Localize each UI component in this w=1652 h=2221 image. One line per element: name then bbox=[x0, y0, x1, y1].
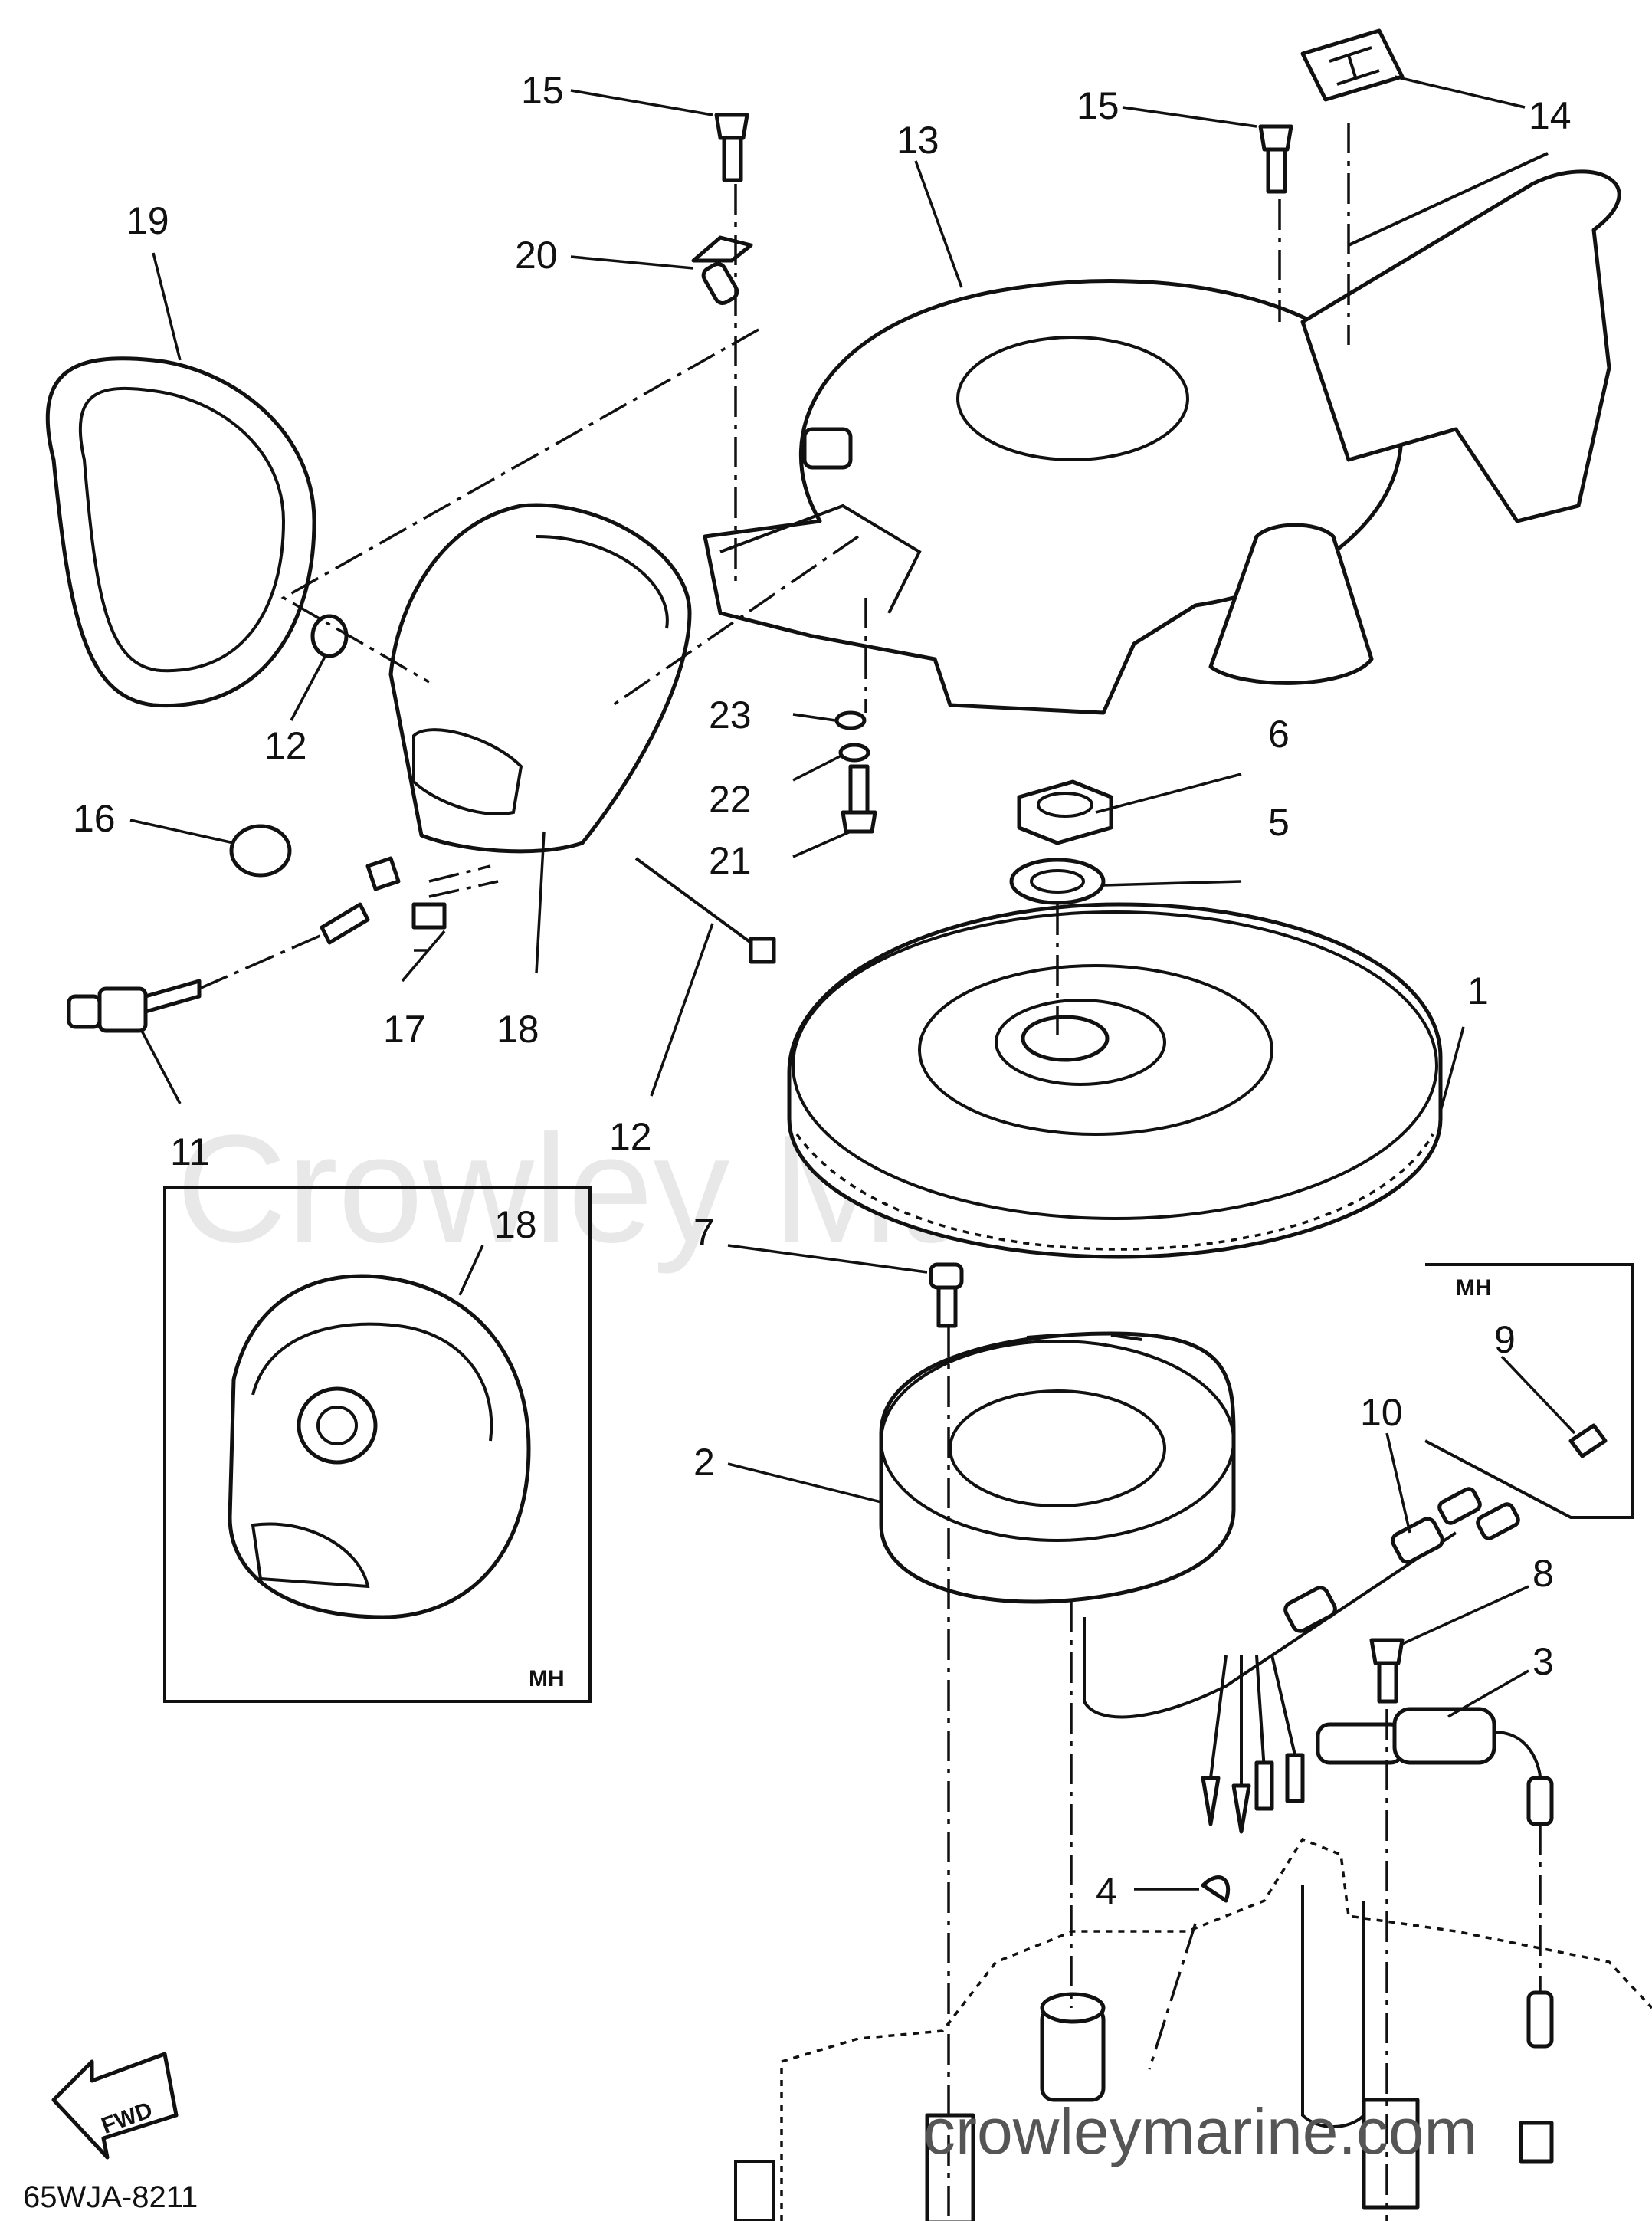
bolt-21 bbox=[841, 764, 877, 834]
callout-15-right: 15 bbox=[1077, 84, 1119, 127]
callout-3: 3 bbox=[1532, 1640, 1554, 1683]
bolt-7 bbox=[929, 1262, 964, 1328]
callout-18: 18 bbox=[497, 1008, 539, 1051]
seal-19 bbox=[45, 356, 316, 708]
wire-harness-10 bbox=[1083, 1487, 1520, 1834]
label-17 bbox=[411, 902, 447, 930]
inset-mh-cover: MH bbox=[163, 1186, 592, 1703]
grommet-14 bbox=[1300, 28, 1405, 102]
cover-18 bbox=[388, 503, 692, 854]
inset-mh-label-left: MH bbox=[529, 1666, 565, 1691]
callout-10: 10 bbox=[1360, 1391, 1403, 1434]
callout-13: 13 bbox=[896, 119, 939, 162]
callout-7: 7 bbox=[693, 1211, 715, 1254]
fwd-arrow: FWD bbox=[51, 2052, 179, 2160]
leader-lines bbox=[129, 75, 1576, 1891]
callouts: 15 15 14 13 19 20 12 16 17 18 12 11 18 2… bbox=[73, 69, 1572, 1913]
callout-19: 19 bbox=[126, 199, 169, 242]
nut-6 bbox=[1017, 779, 1113, 845]
callout-23: 23 bbox=[709, 694, 752, 737]
callout-15-left: 15 bbox=[521, 69, 564, 112]
callout-4: 4 bbox=[1096, 1870, 1117, 1913]
washer-23 bbox=[834, 710, 867, 730]
callout-22: 22 bbox=[709, 778, 752, 821]
callout-12-bottom: 12 bbox=[609, 1115, 652, 1158]
callout-20: 20 bbox=[515, 234, 558, 277]
callout-12-top: 12 bbox=[264, 724, 307, 767]
flywheel-cover bbox=[703, 152, 1621, 715]
callout-14: 14 bbox=[1529, 94, 1572, 137]
drawing-code: 65WJA-8211 bbox=[23, 2180, 198, 2214]
center-lines bbox=[280, 123, 1388, 2221]
cap-9 bbox=[1568, 1423, 1608, 1458]
plug-16 bbox=[229, 824, 292, 878]
bolt-8 bbox=[1369, 1638, 1405, 1704]
callout-5: 5 bbox=[1268, 801, 1290, 844]
bolt-15-left bbox=[714, 113, 749, 182]
inset-mh-label-right: MH bbox=[1456, 1275, 1492, 1301]
washer-5 bbox=[1009, 858, 1106, 905]
grommet-12-top bbox=[310, 614, 349, 658]
bolt-15-right bbox=[1258, 124, 1293, 194]
callout-17: 17 bbox=[383, 1008, 426, 1051]
flywheel-1 bbox=[787, 902, 1443, 1259]
callout-9: 9 bbox=[1494, 1318, 1516, 1361]
lead-wire-12 bbox=[634, 857, 776, 964]
callout-21: 21 bbox=[709, 839, 752, 882]
callout-16: 16 bbox=[73, 797, 116, 840]
callout-2: 2 bbox=[693, 1441, 715, 1484]
callout-18-inset: 18 bbox=[494, 1203, 537, 1246]
callout-8: 8 bbox=[1532, 1552, 1554, 1595]
washer-22 bbox=[838, 743, 870, 763]
connector-11 bbox=[67, 856, 401, 1033]
key-4 bbox=[1201, 1875, 1231, 1903]
callout-6: 6 bbox=[1268, 713, 1290, 756]
callout-11: 11 bbox=[170, 1130, 210, 1173]
clamp-20 bbox=[691, 235, 753, 305]
footer-watermark: crowleymarine.com bbox=[923, 2095, 1478, 2167]
callout-1: 1 bbox=[1467, 969, 1489, 1012]
crankcase bbox=[734, 1837, 1652, 2221]
stator-2 bbox=[879, 1331, 1236, 1604]
inset-mh-right: MH bbox=[1424, 1263, 1634, 1519]
pulser-coil-3 bbox=[1316, 1707, 1554, 2164]
